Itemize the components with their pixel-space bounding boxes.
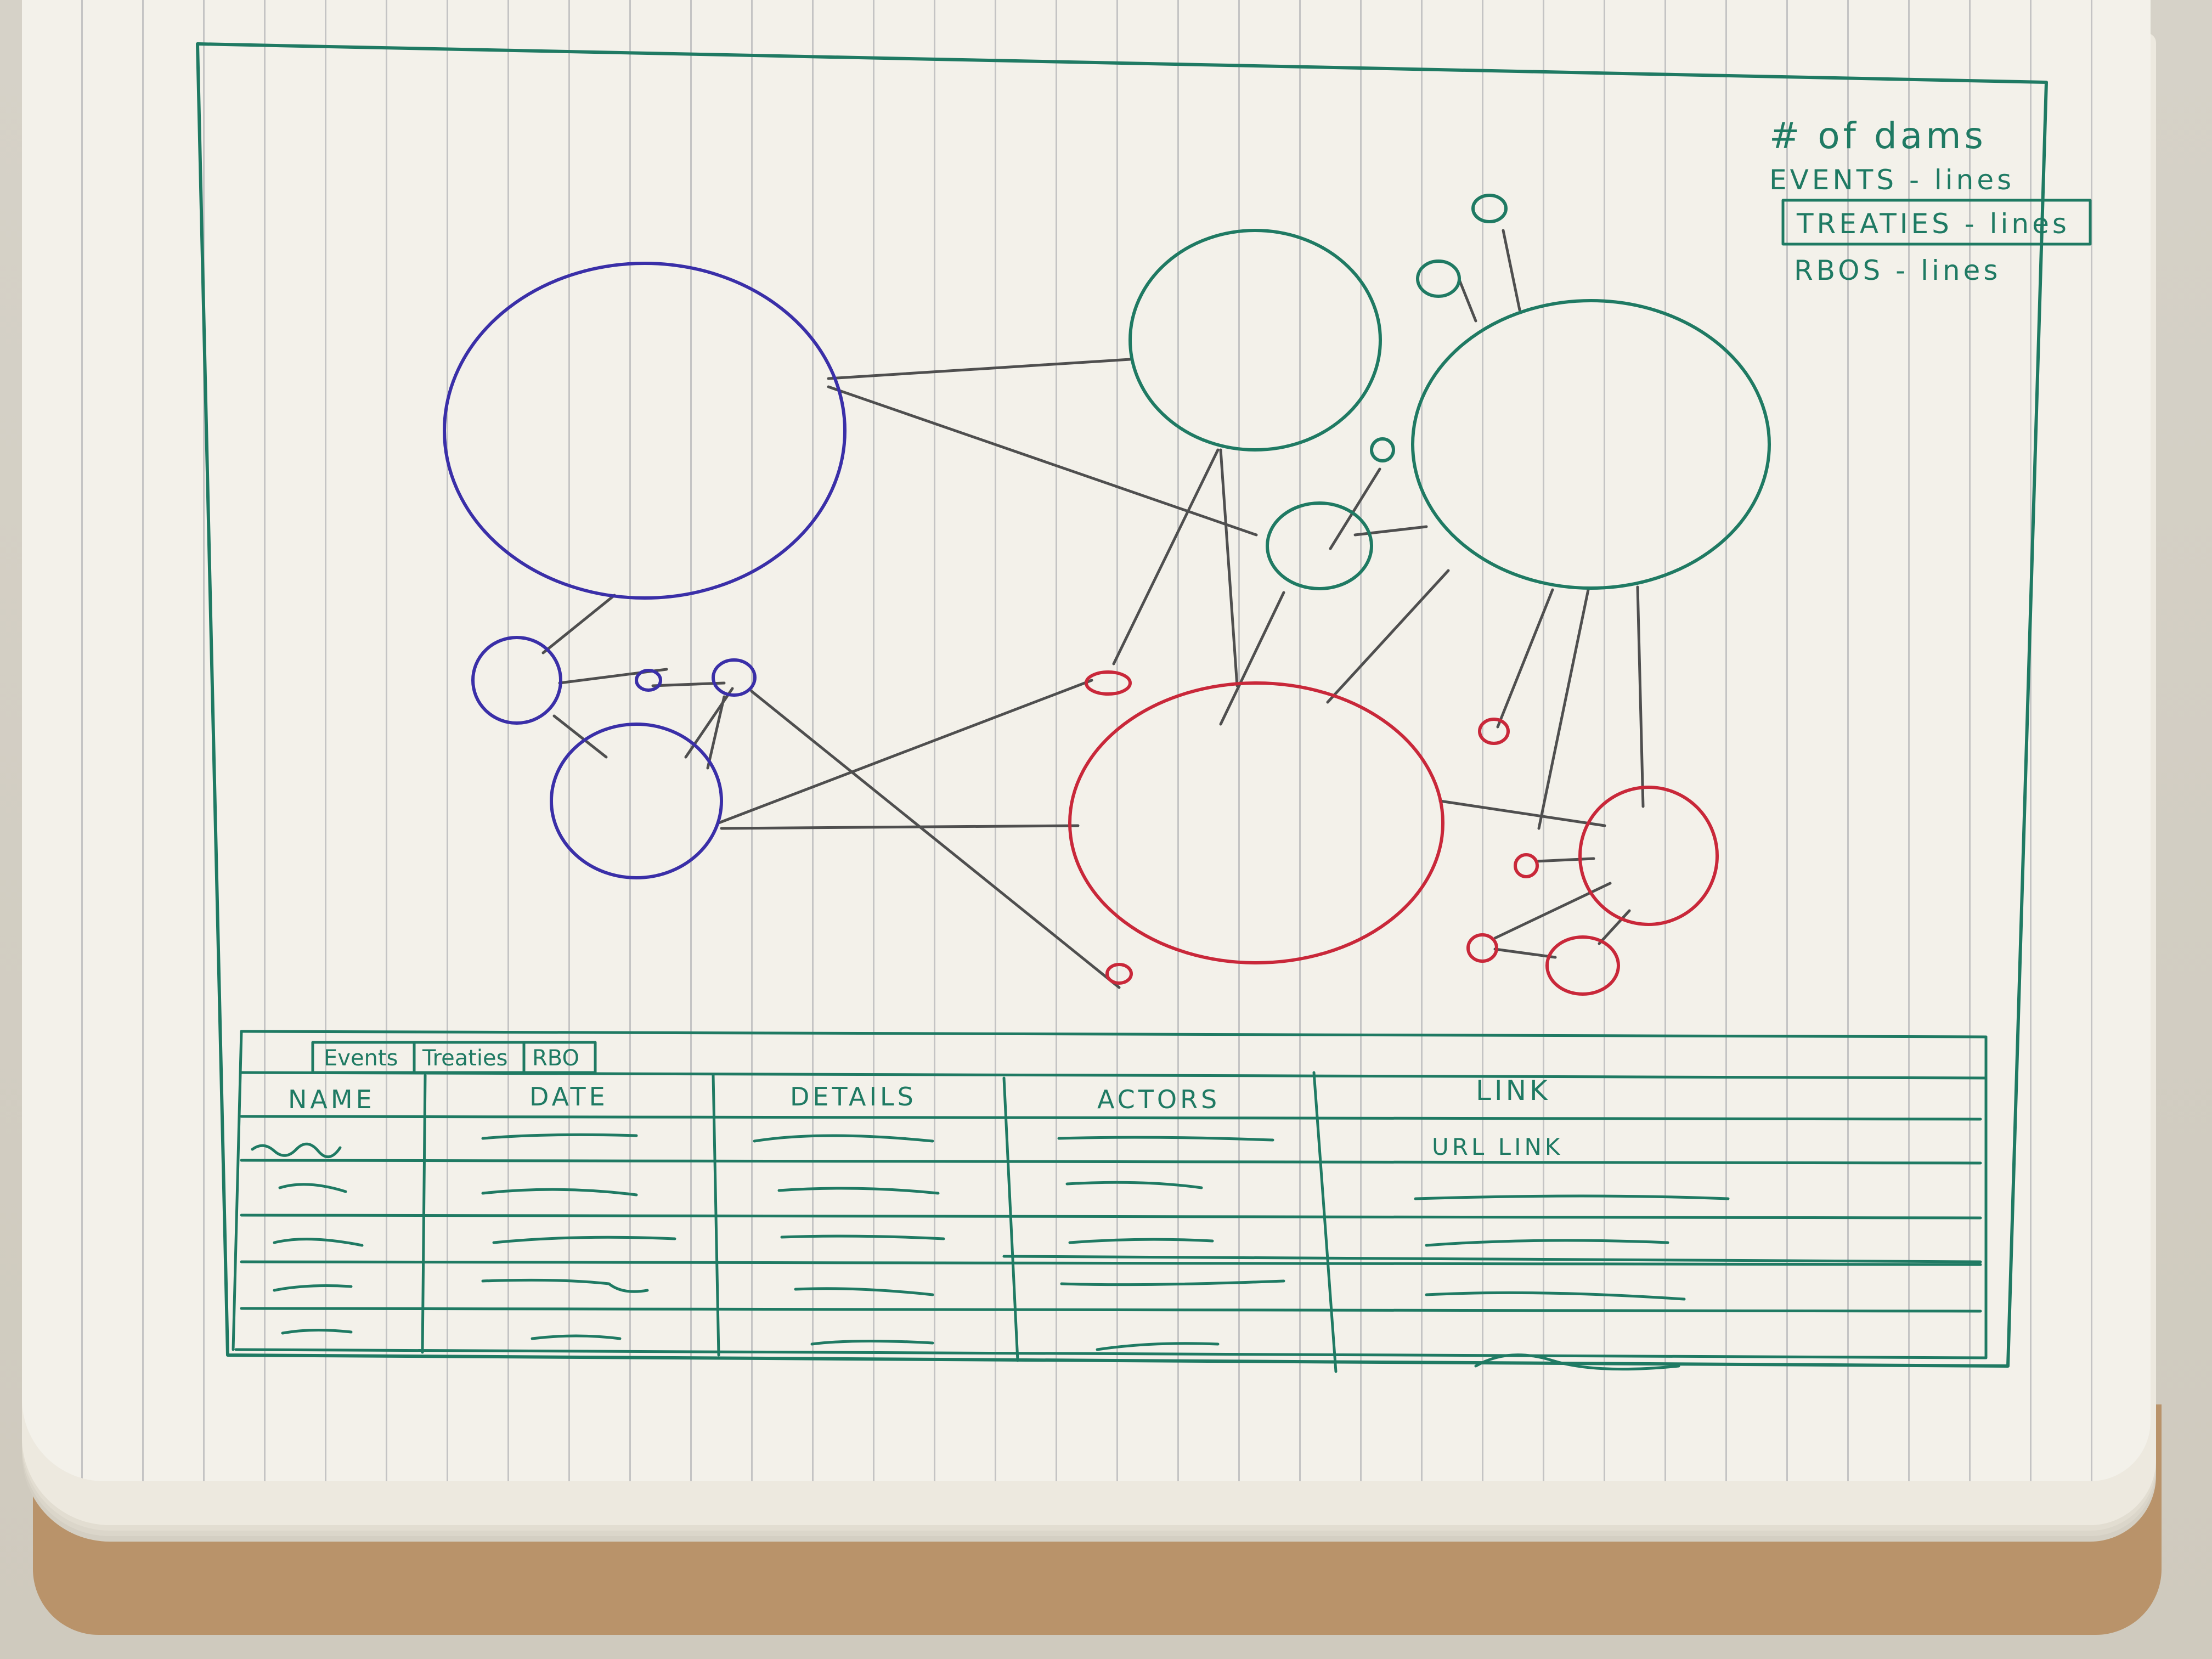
- legend-title: # of dams: [1769, 115, 1987, 157]
- table-rows: [251, 1133, 1730, 1371]
- node-red-medium: [1578, 786, 1719, 926]
- table-row: [273, 1234, 1669, 1247]
- column-header-date: DATE: [529, 1082, 608, 1111]
- link-cell-url[interactable]: URL LINK: [1432, 1133, 1563, 1160]
- table-row: [273, 1278, 1686, 1301]
- column-header-details: DETAILS: [790, 1082, 917, 1111]
- legend-item-treaties-box: [1781, 199, 2092, 246]
- table-header: NAME DATE DETAILS ACTORS LINK URL LINK: [288, 1075, 1563, 1160]
- node-red-large: [1068, 681, 1444, 964]
- node-red-tiny-c: [1478, 718, 1510, 745]
- node-red-tiny-d: [1514, 853, 1539, 878]
- legend-item-events: EVENTS - lines: [1769, 164, 2015, 196]
- tab-rbo-label: RBO: [532, 1046, 579, 1071]
- node-green-tiny-c: [1370, 437, 1395, 462]
- connector-lines: [541, 229, 1645, 989]
- notebook-page: [22, 0, 2151, 1481]
- tab-events[interactable]: Events: [311, 1041, 416, 1074]
- node-red-tiny-a: [1085, 670, 1132, 696]
- tab-events-label: Events: [324, 1046, 398, 1071]
- tab-treaties[interactable]: Treaties: [413, 1041, 526, 1074]
- table-row: [251, 1133, 1274, 1158]
- table-row: [281, 1328, 1680, 1371]
- blue-cluster: [443, 262, 847, 879]
- node-green-top: [1128, 229, 1382, 452]
- column-header-link: LINK: [1476, 1075, 1551, 1107]
- red-cluster: [1068, 670, 1719, 996]
- legend: # of dams EVENTS - lines TREATIES - line…: [1769, 115, 2092, 286]
- legend-item-rbos: RBOS - lines: [1794, 255, 2001, 286]
- column-header-actors: ACTORS: [1097, 1085, 1220, 1114]
- node-green-large: [1411, 299, 1771, 590]
- node-blue-large: [443, 262, 847, 600]
- node-blue-small-a: [471, 636, 562, 725]
- node-blue-tiny-a: [635, 669, 662, 692]
- tab-treaties-label: Treaties: [422, 1046, 508, 1071]
- panel-tabs: Events Treaties RBO: [311, 1041, 597, 1074]
- table-row: [278, 1181, 1730, 1200]
- data-panel: [232, 1030, 1988, 1373]
- node-red-tiny-b: [1105, 963, 1133, 985]
- node-red-small: [1545, 935, 1620, 996]
- app-frame: [196, 42, 2048, 1368]
- node-red-tiny-e: [1466, 933, 1498, 963]
- column-header-name: NAME: [288, 1085, 375, 1114]
- tab-rbo[interactable]: RBO: [522, 1041, 597, 1074]
- green-cluster: [1128, 194, 1771, 590]
- node-blue-tiny-b: [712, 658, 757, 697]
- node-green-small: [1266, 501, 1373, 590]
- node-blue-medium: [550, 723, 723, 879]
- legend-item-treaties: TREATIES - lines: [1796, 208, 2070, 240]
- node-green-tiny-b: [1471, 194, 1508, 223]
- node-green-tiny-a: [1416, 259, 1461, 298]
